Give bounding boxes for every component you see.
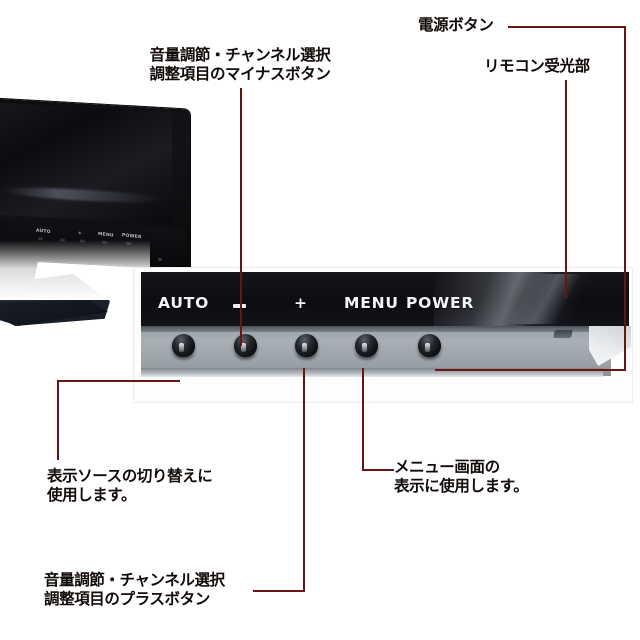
closeup-reflection-secondary [489, 274, 609, 324]
photo-fade-overlay [0, 240, 150, 300]
leader-source-horizontal [57, 380, 180, 382]
panel-label-minus [233, 304, 246, 308]
leader-menu-horizontal [362, 469, 394, 471]
closeup-grey-lip [141, 326, 629, 332]
button-plus[interactable] [295, 334, 318, 357]
photo-power-led [158, 257, 162, 261]
leader-source-vertical [57, 380, 59, 460]
leader-remote-receiver [565, 80, 567, 298]
annotation-remote-receiver: リモコン受光部 [484, 57, 590, 75]
control-panel-closeup: AUTO + MENU POWER [134, 268, 632, 402]
button-minus[interactable] [234, 334, 257, 357]
annotation-power-button: 電源ボタン [418, 16, 494, 34]
button-power[interactable] [418, 334, 441, 357]
leader-power-vertical [624, 26, 626, 371]
button-auto[interactable] [172, 334, 195, 357]
leader-minus-button [240, 88, 242, 346]
panel-label-plus: + [294, 294, 308, 312]
annotation-menu-display: メニュー画面の 表示に使用します。 [394, 458, 529, 495]
leader-power-horizontal-bottom [435, 369, 626, 371]
annotation-plus-button: 音量調節・チャンネル選択 調整項目のプラスボタン [44, 571, 225, 608]
button-menu[interactable] [355, 334, 378, 357]
annotation-source-switch: 表示ソースの切り替えに 使用します。 [47, 467, 213, 504]
leader-plus-horizontal [253, 590, 305, 592]
annotation-minus-button: 音量調節・チャンネル選択 調整項目のマイナスボタン [149, 46, 331, 83]
panel-label-menu: MENU [344, 294, 399, 312]
closeup-reflection [434, 272, 629, 326]
leader-menu-vertical [362, 368, 364, 471]
monitor-screen [0, 102, 172, 225]
closeup-dark-strip [141, 272, 629, 326]
panel-label-auto: AUTO [158, 294, 210, 312]
photo-label-plus: + [78, 231, 82, 237]
closeup-grey-edge [141, 368, 603, 377]
panel-label-power: POWER [406, 294, 475, 312]
leader-plus-vertical [303, 368, 305, 592]
closeup-vent-slot [553, 330, 573, 338]
leader-power-horizontal-top [508, 26, 626, 28]
